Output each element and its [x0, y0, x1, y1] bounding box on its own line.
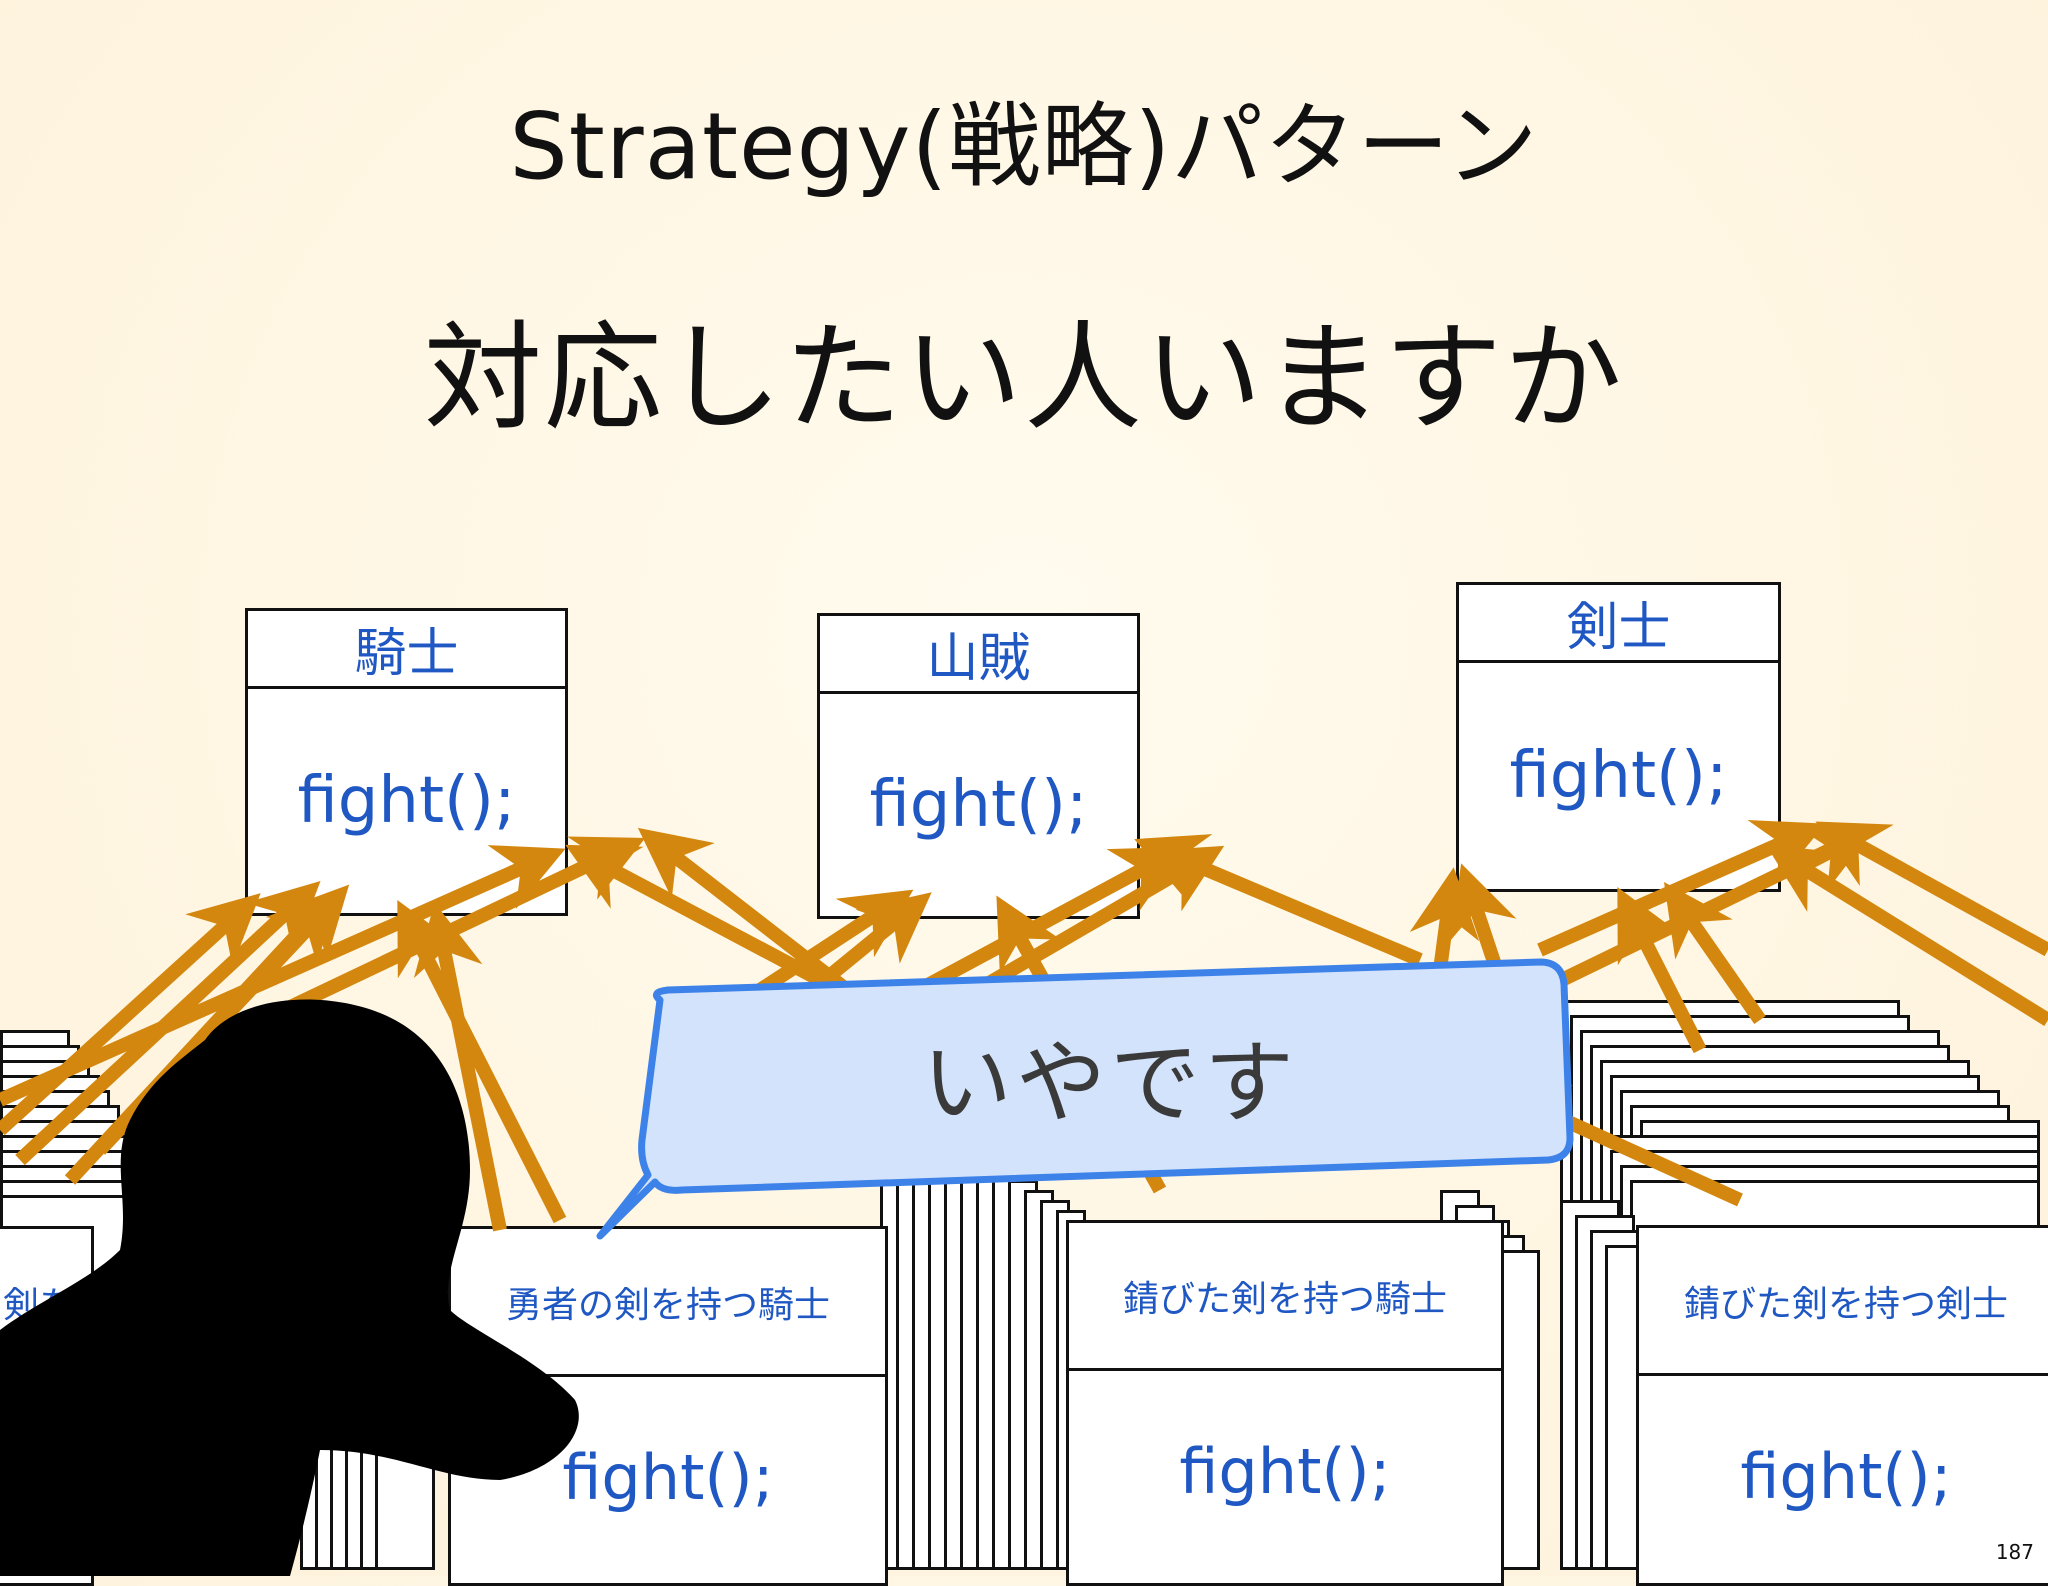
page-number: 187 — [1995, 1540, 2034, 1564]
class-name-partial-left: 剣を — [0, 1229, 91, 1377]
class-box-rusty-sword-swordsman: 錆びた剣を持つ剣士 fight(); — [1636, 1225, 2048, 1586]
arrow-9 — [565, 844, 824, 987]
class-method-bandit: fight(); — [869, 768, 1088, 842]
class-box-bandit: 山賊 fight(); — [817, 613, 1140, 919]
slide-subtitle: 対応したい人いますか — [423, 309, 1624, 447]
slide-title: Strategy(戦略)パターン — [509, 93, 1539, 200]
class-box-rusty-sword-knight: 錆びた剣を持つ騎士 fight(); — [1066, 1220, 1504, 1586]
arrow-4 — [94, 884, 350, 1155]
class-name-rusty-sword-swordsman: 錆びた剣を持つ剣士 — [1639, 1228, 2048, 1376]
class-name-bandit: 山賊 — [820, 616, 1137, 694]
class-method-rusty-sword-swordsman: fight(); — [1740, 1439, 1952, 1513]
arrow-23 — [1815, 821, 2048, 957]
arrow-12 — [795, 892, 932, 1006]
class-method-hero-sword-knight: fight(); — [562, 1440, 774, 1514]
class-box-knight: 騎士 fight(); — [245, 608, 568, 916]
class-name-rusty-sword-knight: 錆びた剣を持つ騎士 — [1069, 1223, 1501, 1371]
arrow-15 — [1134, 834, 1423, 967]
class-method-partial-left — [0, 1377, 91, 1577]
arrow-17 — [1409, 867, 1480, 971]
class-name-hero-sword-knight: 勇者の剣を持つ騎士 — [451, 1229, 885, 1377]
class-name-knight: 騎士 — [248, 611, 565, 689]
class-box-partial-left: 剣を — [0, 1226, 94, 1586]
class-name-swordsman: 剣士 — [1459, 585, 1778, 663]
class-method-swordsman: fight(); — [1509, 739, 1728, 813]
class-method-rusty-sword-knight: fight(); — [1179, 1434, 1391, 1508]
class-box-hero-sword-knight: 勇者の剣を持つ騎士 fight(); — [448, 1226, 888, 1586]
arrow-24 — [1766, 845, 2048, 1026]
arrow-18 — [1450, 863, 1517, 983]
speech-bubble-text: いやです — [922, 1031, 1298, 1136]
arrow-7 — [397, 900, 567, 1224]
class-method-knight: fight(); — [297, 764, 516, 838]
arrow-8 — [413, 902, 507, 1232]
class-box-swordsman: 剣士 fight(); — [1456, 582, 1781, 892]
